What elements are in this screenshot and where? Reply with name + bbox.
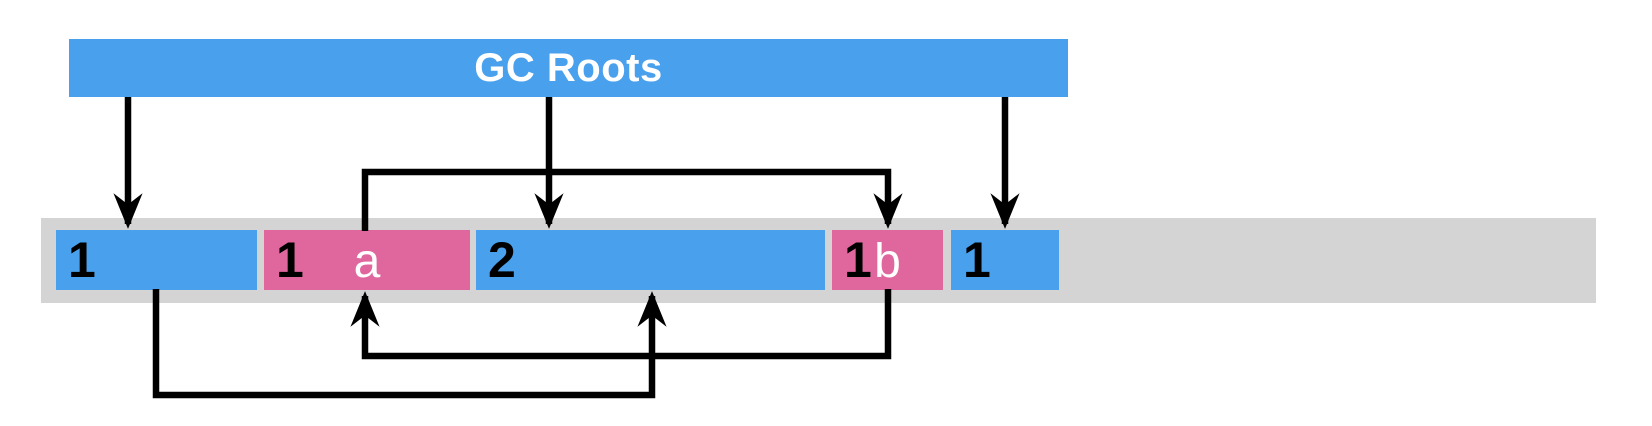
arrow-block0-to-block2 (152, 289, 667, 399)
block-b-size-label: 1 (844, 232, 872, 288)
memory-block-4: 1 (951, 230, 1059, 290)
block-2-size-label: 2 (488, 232, 516, 288)
gc-roots-label: GC Roots (474, 45, 663, 90)
gc-roots-bar: GC Roots (69, 39, 1068, 97)
block-0-size-label: 1 (68, 232, 96, 288)
block-a-letter: a (353, 235, 381, 288)
block-b-letter: b (874, 235, 901, 288)
memory-block-2: 2 (476, 230, 825, 290)
memory-block-b: 1 b (832, 230, 943, 290)
memory-block-a: 1 a (264, 230, 470, 290)
block-a-size-label: 1 (276, 232, 304, 288)
memory-block-0: 1 (56, 230, 257, 290)
block-4-size-label: 1 (963, 232, 991, 288)
